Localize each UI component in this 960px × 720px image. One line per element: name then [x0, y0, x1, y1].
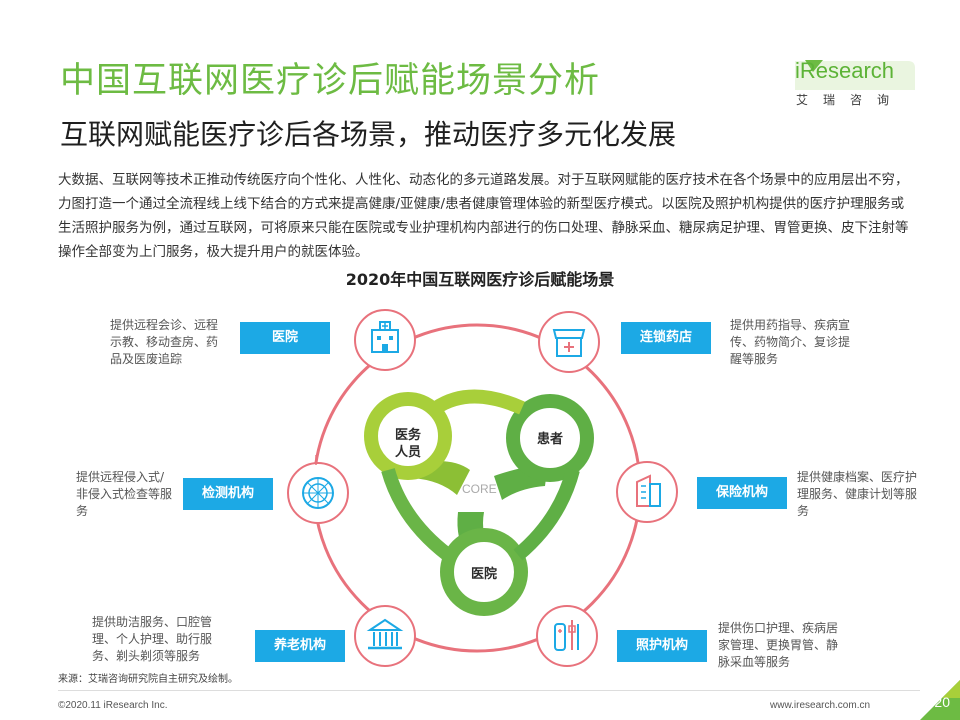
intro-paragraph: 大数据、互联网等技术正推动传统医疗向个性化、人性化、动态化的多元道路发展。对于互…: [58, 172, 909, 260]
insurance-icon-circle: [616, 461, 678, 523]
footer-site: www.iresearch.com.cn: [770, 700, 871, 711]
nursing-icon-circle: [536, 605, 598, 667]
diagram-title: 2020年中国互联网医疗诊后赋能场景: [345, 270, 615, 289]
core-label: CORE: [462, 482, 497, 496]
page-corner-tab: [920, 680, 960, 720]
elderly-icon-circle: [354, 605, 416, 667]
hospital-node-box: 医院: [240, 322, 330, 354]
pharmacy-node-box: 连锁药店: [621, 322, 711, 354]
patient-lobe: [506, 394, 594, 482]
doctor-lobe-label: 医务 人员: [394, 428, 421, 460]
iresearch-logo: [795, 60, 915, 90]
page-subtitle: 互联网赋能医疗诊后各场景，推动医疗多元化发展: [60, 118, 677, 151]
pharmacy-icon-circle: [538, 311, 600, 373]
core-trefoil: [364, 389, 594, 616]
logo-subtitle: 艾瑞咨询: [796, 93, 905, 107]
page-number: 20: [934, 694, 950, 710]
testing-node-desc: 提供远程侵入式/非侵入式检查等服务: [76, 470, 173, 518]
nursing-node-desc: 提供伤口护理、疾病居家管理、更换胃管、静脉采血等服务: [718, 621, 839, 669]
hospital-icon-circle: [354, 309, 416, 371]
nursing-node-box: 照护机构: [617, 630, 707, 662]
insurance-node-box: 保险机构: [697, 477, 787, 509]
elderly-node-box: 养老机构: [255, 630, 345, 662]
insurance-node-desc: 提供健康档案、医疗护理服务、健康计划等服务: [797, 470, 918, 518]
elderly-node-desc: 提供助洁服务、口腔管理、个人护理、助行服务、剃头剃须等服务: [92, 615, 213, 663]
hospital-lobe-label: 医院: [470, 567, 497, 582]
footer-divider: [58, 690, 920, 691]
testing-icon-circle: [287, 462, 349, 524]
doctor-lobe: [364, 392, 452, 480]
hospital-lobe: [440, 528, 528, 616]
patient-lobe-label: 患者: [536, 432, 563, 447]
hospital-node-desc: 提供远程会诊、远程示教、移动查房、药品及医废追踪: [110, 318, 219, 366]
pharmacy-node-desc: 提供用药指导、疾病宣传、药物简介、复诊提醒等服务: [730, 318, 851, 366]
source-note: 来源：艾瑞咨询研究院自主研究及绘制。: [58, 674, 238, 685]
logo-wordmark: iResearch: [795, 58, 895, 83]
page-title: 中国互联网医疗诊后赋能场景分析: [60, 61, 601, 101]
footer-copyright: ©2020.11 iResearch Inc.: [58, 700, 168, 711]
testing-node-box: 检测机构: [183, 478, 273, 510]
